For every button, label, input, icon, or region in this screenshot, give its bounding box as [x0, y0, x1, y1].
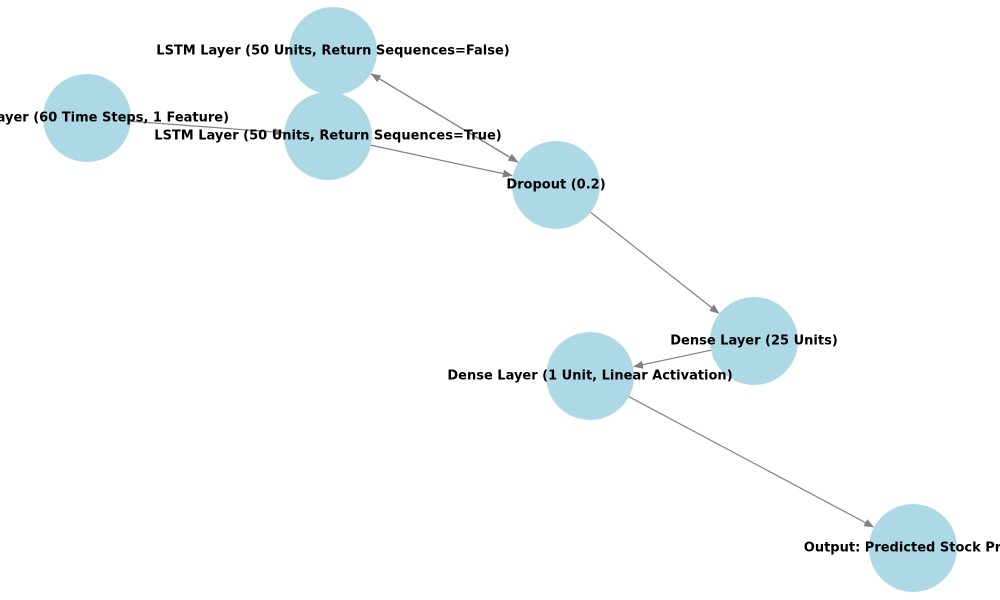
edge-input-to-lstm1 [130, 120, 285, 136]
node-dropout[interactable] [512, 141, 600, 229]
node-input[interactable] [43, 74, 131, 162]
edge-lstm2-to-dropout [370, 73, 519, 163]
edge-dense1-to-output [628, 396, 875, 528]
edge-lstm1-to-dropout [370, 144, 513, 178]
edge-dropout-to-dense25 [590, 211, 720, 314]
node-dense1[interactable] [546, 332, 634, 420]
node-label-dense1: Dense Layer (1 Unit, Linear Activation) [447, 369, 732, 384]
node-label-lstm2: LSTM Layer (50 Units, Return Sequences=F… [156, 44, 509, 59]
node-label-dense25: Dense Layer (25 Units) [670, 334, 838, 349]
nodes-layer [43, 7, 957, 592]
node-label-dropout: Dropout (0.2) [506, 178, 605, 193]
node-lstm1[interactable] [284, 92, 372, 180]
node-label-lstm1: LSTM Layer (50 Units, Return Sequences=T… [154, 129, 501, 144]
node-lstm2[interactable] [289, 7, 377, 95]
node-label-input: Input Layer (60 Time Steps, 1 Feature) [0, 111, 229, 126]
node-label-output: Output: Predicted Stock Price [804, 541, 1000, 556]
node-output[interactable] [869, 504, 957, 592]
labels-layer: Input Layer (60 Time Steps, 1 Feature) LS… [0, 44, 1000, 556]
edges-layer [130, 73, 875, 528]
edge-dense25-to-dense1 [633, 349, 712, 369]
node-dense25[interactable] [710, 297, 798, 385]
